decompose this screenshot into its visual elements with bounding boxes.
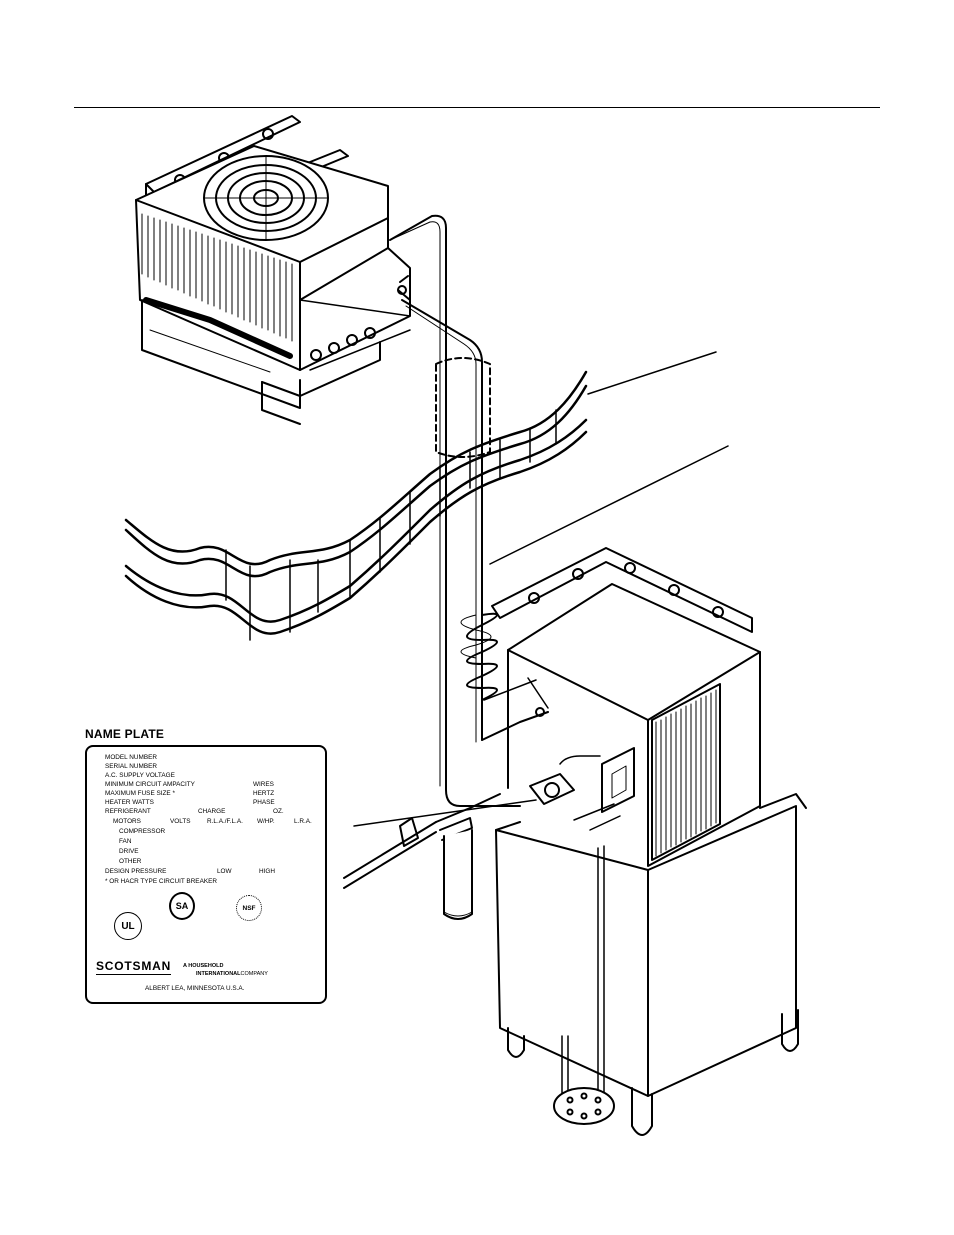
fan-label: FAN [119, 838, 132, 845]
remote-condenser [135, 115, 411, 425]
charge-label: CHARGE [198, 808, 226, 815]
refrigerant-label: REFRIGERANT [105, 808, 151, 815]
company-address: ALBERT LEA, MINNESOTA U.S.A. [145, 985, 245, 992]
circuit-ampacity-label: MINIMUM CIRCUIT AMPACITY [105, 781, 195, 788]
refrigerant-lines [389, 214, 549, 807]
nameplate: MODEL NUMBER SERIAL NUMBER A.C. SUPPLY V… [85, 745, 327, 1004]
water-filter [343, 793, 501, 920]
rla-label: R.L.A./F.L.A. [207, 818, 243, 825]
header-rule [74, 107, 880, 108]
ul-seal-icon: UL [114, 912, 142, 940]
drive-label: DRIVE [119, 848, 139, 855]
company-line-2-bold: INTERNATIONAL [196, 971, 241, 977]
high-label: HIGH [259, 868, 275, 875]
model-number-label: MODEL NUMBER [105, 754, 157, 761]
hertz-label: HERTZ [253, 790, 275, 797]
lra-label: L.R.A. [294, 818, 312, 825]
volts-label: VOLTS [170, 818, 191, 825]
nameplate-title: NAME PLATE [85, 727, 165, 741]
nsf-seal-icon: NSF [236, 895, 262, 921]
oz-label: OZ. [273, 808, 284, 815]
company-line-1: A HOUSEHOLD [183, 963, 224, 969]
brand-logo: SCOTSMAN [96, 959, 172, 975]
ice-machine [491, 547, 807, 1136]
compressor-label: COMPRESSOR [119, 828, 166, 835]
phase-label: PHASE [253, 799, 275, 806]
whp-label: W/HP. [257, 818, 275, 825]
design-pressure-label: DESIGN PRESSURE [105, 868, 167, 875]
company-line-2: INTERNATIONALCOMPANY [196, 971, 268, 977]
company-line-2-rest: COMPANY [240, 971, 268, 977]
supply-voltage-label: A.C. SUPPLY VOLTAGE [105, 772, 175, 779]
footnote: * OR HACR TYPE CIRCUIT BREAKER [105, 878, 217, 885]
leader-lines [353, 351, 729, 827]
serial-number-label: SERIAL NUMBER [105, 763, 157, 770]
other-label: OTHER [119, 858, 142, 865]
csa-seal-icon: SA [169, 892, 195, 920]
heater-watts-label: HEATER WATTS [105, 799, 154, 806]
roof-section [124, 370, 588, 641]
fuse-size-label: MAXIMUM FUSE SIZE * [105, 790, 175, 797]
motors-label: MOTORS [113, 818, 141, 825]
low-label: LOW [217, 868, 232, 875]
wires-label: WIRES [253, 781, 274, 788]
